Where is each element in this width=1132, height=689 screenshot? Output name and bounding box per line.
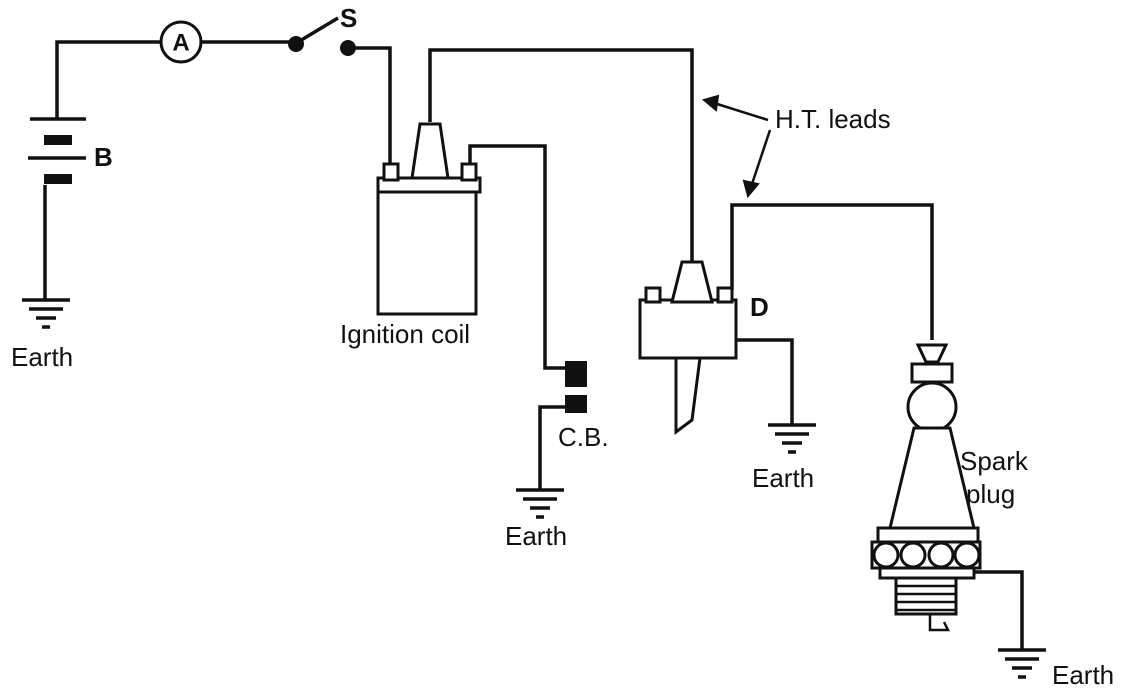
earth-symbol-battery: Earth — [11, 298, 73, 372]
earth-label-spark-plug: Earth — [1052, 660, 1114, 689]
ammeter-label: A — [172, 30, 189, 57]
ammeter: A — [159, 20, 203, 64]
wire-spark-plug-to-earth — [955, 570, 1024, 650]
plug-thread-lines — [896, 584, 956, 612]
earth-label-contact-breaker: Earth — [505, 521, 567, 551]
wire-distributor-to-earth — [737, 338, 794, 425]
distributor: D — [638, 260, 769, 435]
contact-breaker: C.B. — [558, 361, 609, 452]
plug-electrode — [928, 614, 951, 632]
battery: B — [28, 117, 113, 184]
wire-battery-to-ammeter — [55, 40, 160, 118]
wire-contact-breaker-to-earth — [538, 405, 568, 490]
contact-breaker-label: C.B. — [558, 422, 609, 452]
earth-symbol-contact-breaker: Earth — [505, 488, 567, 551]
spark-plug: Spark plug — [870, 343, 1029, 632]
battery-label: B — [94, 142, 113, 172]
switch-label: S — [340, 3, 357, 33]
earth-symbol-spark-plug: Earth — [998, 648, 1114, 689]
earth-label-distributor: Earth — [752, 463, 814, 493]
ignition-coil: Ignition coil — [340, 122, 482, 349]
ignition-switch: S — [288, 3, 357, 56]
spark-plug-label-line1: Spark — [960, 446, 1029, 476]
ht-leads-label: H.T. leads — [775, 104, 891, 134]
earth-label-battery: Earth — [11, 342, 73, 372]
wire-switch-to-coil — [348, 46, 392, 165]
earth-symbol-distributor: Earth — [752, 423, 816, 493]
distributor-label: D — [750, 292, 769, 322]
ht-lead-distributor-to-plug — [730, 203, 934, 340]
ht-leads-callout: H.T. leads — [701, 94, 891, 199]
spark-plug-label-line2: plug — [966, 479, 1015, 509]
ht-lead-coil-to-distributor — [428, 48, 694, 262]
ignition-coil-label: Ignition coil — [340, 319, 470, 349]
wire-coil-to-contact-breaker — [468, 144, 568, 370]
